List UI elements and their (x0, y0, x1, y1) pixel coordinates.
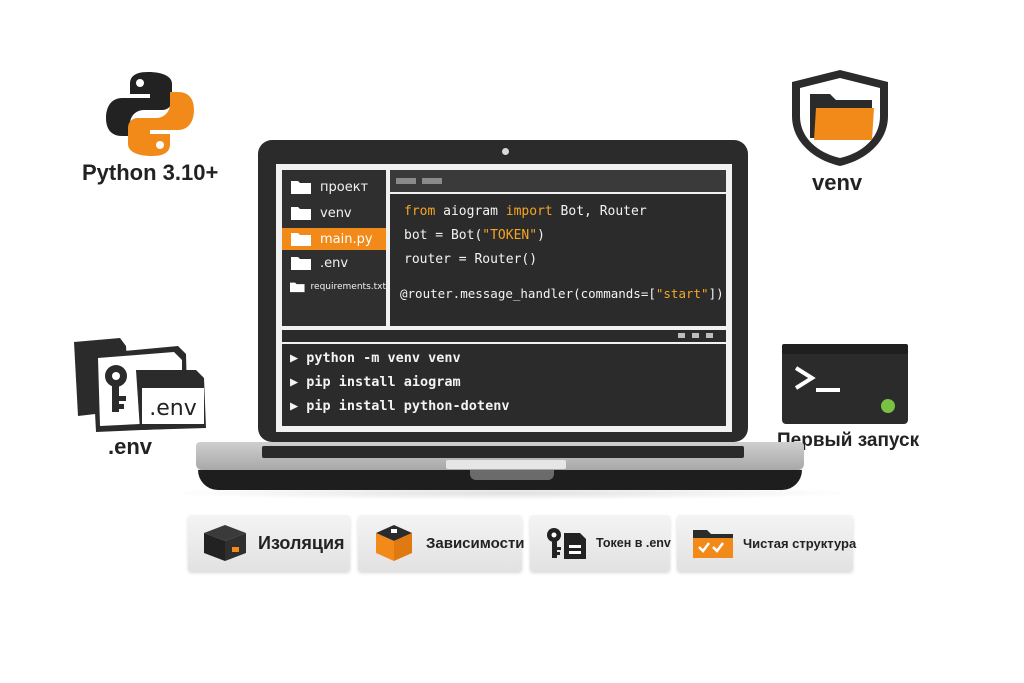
code-line-3: router = Router() (404, 252, 538, 267)
explorer-item-requirements[interactable]: requirements.txt (282, 276, 386, 298)
explorer-item-main-py[interactable]: main.py (282, 228, 386, 250)
webcam (502, 148, 509, 155)
editor-tab[interactable] (422, 178, 442, 184)
badge-clean-structure: Чистая структура (677, 515, 857, 571)
explorer-item-project[interactable]: проект (282, 176, 386, 198)
package-icon (376, 525, 412, 561)
terminal-dot (706, 333, 713, 338)
explorer-item-label: main.py (320, 231, 373, 247)
badge-isolation: Изоляция (188, 515, 350, 571)
folder-icon (291, 257, 311, 270)
box-icon (204, 525, 246, 561)
terminal-icon (782, 344, 908, 424)
terminal-dot (692, 333, 699, 338)
python-label: Python 3.10+ (82, 160, 219, 185)
first-run-label: Первый запуск (777, 430, 920, 451)
terminal-command: ▶ pip install python-dotenv (290, 398, 510, 414)
touchpad (446, 460, 566, 469)
laptop-front (198, 470, 802, 490)
explorer-item-env[interactable]: .env (282, 252, 386, 274)
explorer-item-venv[interactable]: venv (282, 202, 386, 224)
terminal-dot (678, 333, 685, 338)
key-file-icon: .env (74, 338, 206, 432)
file-explorer: проект venv main.py .env requirements.tx… (282, 170, 386, 326)
badge-label: Чистая структура (743, 535, 857, 551)
terminal-command: ▶ pip install aiogram (290, 374, 461, 390)
badge-dependencies: Зависимости (358, 515, 525, 571)
terminal-title-bar (282, 330, 726, 344)
explorer-item-label: проект (320, 179, 369, 195)
laptop-notch (470, 470, 554, 480)
code-line-1: from aiogram import Bot, Router (404, 204, 647, 219)
python-logo-icon (106, 72, 194, 156)
explorer-item-label: .env (320, 255, 349, 271)
keyboard (262, 446, 744, 458)
file-icon (291, 233, 311, 246)
checked-folder-icon (693, 530, 733, 558)
folder-icon (291, 181, 311, 194)
badge-token: Токен в .env (530, 515, 671, 571)
editor-tab[interactable] (396, 178, 416, 184)
badge-label: Изоляция (258, 532, 345, 553)
explorer-item-label: venv (320, 205, 352, 221)
editor-tab-bar (390, 170, 726, 194)
folder-icon (290, 282, 305, 293)
code-line-4: @router.message_handler(commands=["start… (400, 286, 724, 301)
code-editor[interactable]: from aiogram import Bot, Router bot = Bo… (390, 170, 726, 326)
shield-folder-icon (792, 70, 888, 166)
badge-label: Зависимости (426, 534, 525, 552)
env-file-text: .env (149, 396, 197, 421)
explorer-item-label: requirements.txt (310, 282, 386, 292)
venv-label: venv (812, 170, 863, 195)
code-line-2: bot = Bot("TOKEN") (404, 228, 545, 243)
terminal-command: ▶ python -m venv venv (290, 350, 461, 366)
key-document-icon (547, 528, 586, 559)
folder-icon (291, 207, 311, 220)
env-label: .env (108, 434, 153, 459)
badge-label: Токен в .env (596, 536, 671, 550)
terminal-panel[interactable]: ▶ python -m venv venv ▶ pip install aiog… (282, 330, 726, 426)
